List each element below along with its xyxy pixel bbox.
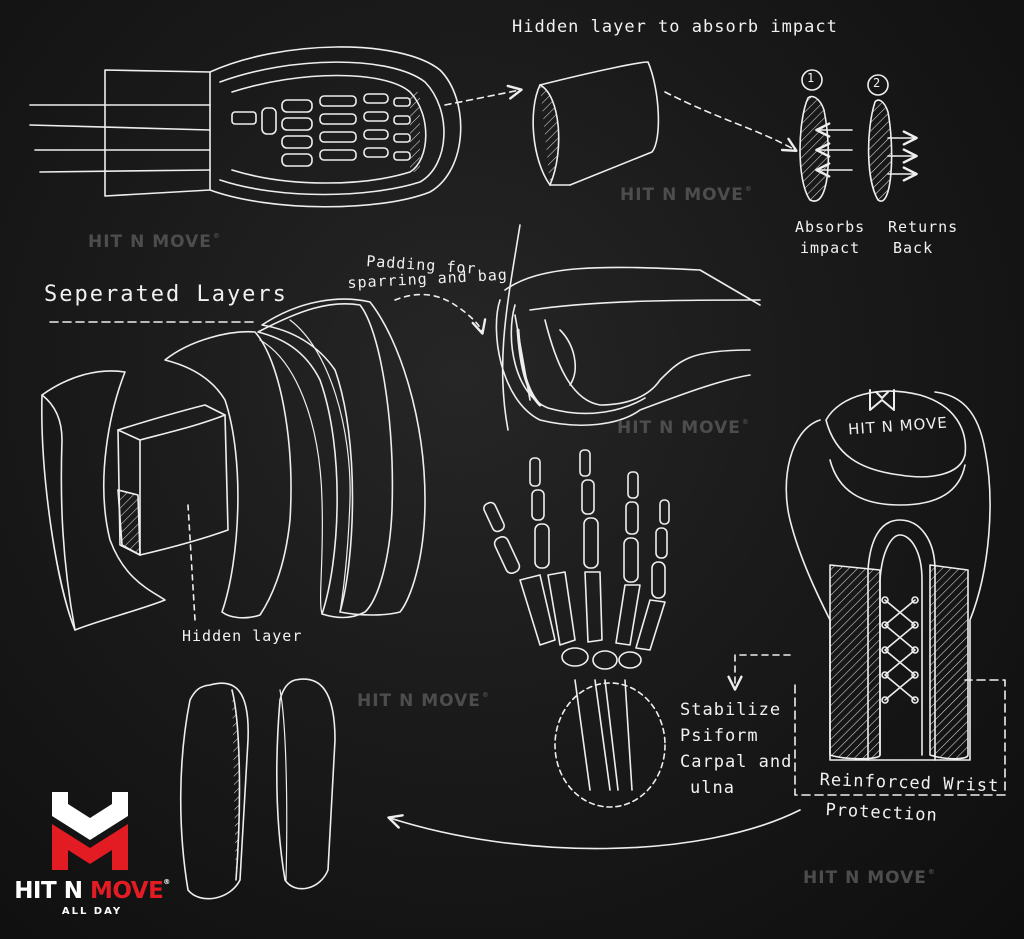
- separated-layers-sketch: [41, 298, 426, 631]
- glove-front-view-sketch: [727, 389, 1006, 796]
- watermark: HIT N MOVE®: [617, 418, 750, 438]
- impact-diagrams: [799, 69, 918, 202]
- watermark: HIT N MOVE®: [620, 185, 753, 205]
- hidden-layer-sleeve-sketch: [532, 61, 660, 186]
- logo-tagline: ALL DAY: [61, 906, 123, 917]
- logo-wordmark: HIT N MOVE®: [14, 878, 170, 904]
- hidden-layer-pads-sketch: [179, 678, 336, 900]
- step-1-number: 1: [807, 71, 816, 85]
- returns-label-line1: Returns: [888, 218, 959, 236]
- stabilize-label-line3: Carpal and: [680, 752, 793, 772]
- brand-logo: HIT N MOVE® ALL DAY: [0, 786, 180, 926]
- fist-profile-sketch: [495, 224, 761, 431]
- watermark: HIT N MOVE®: [88, 232, 221, 252]
- watermark: HIT N MOVE®: [357, 691, 490, 711]
- hand-skeleton-sketch: [483, 449, 670, 808]
- step-2-number: 2: [873, 76, 882, 90]
- stabilize-label-line2: Psiform: [680, 726, 759, 746]
- glove-top-view-sketch: [29, 46, 462, 208]
- stabilize-label-line4: ulna: [690, 778, 735, 798]
- stabilize-label-line1: Stabilize: [680, 700, 782, 720]
- hidden-layer-label: Hidden layer: [182, 627, 303, 645]
- watermark: HIT N MOVE®: [803, 868, 936, 888]
- logo-mark-icon: [52, 792, 128, 870]
- returns-label-line2: Back: [893, 239, 934, 257]
- absorbs-label-line2: impact: [800, 239, 861, 257]
- separated-layers-title: Seperated Layers: [44, 282, 288, 307]
- absorbs-label-line1: Absorbs: [795, 218, 866, 236]
- hidden-layer-title: Hidden layer to absorb impact: [512, 17, 838, 37]
